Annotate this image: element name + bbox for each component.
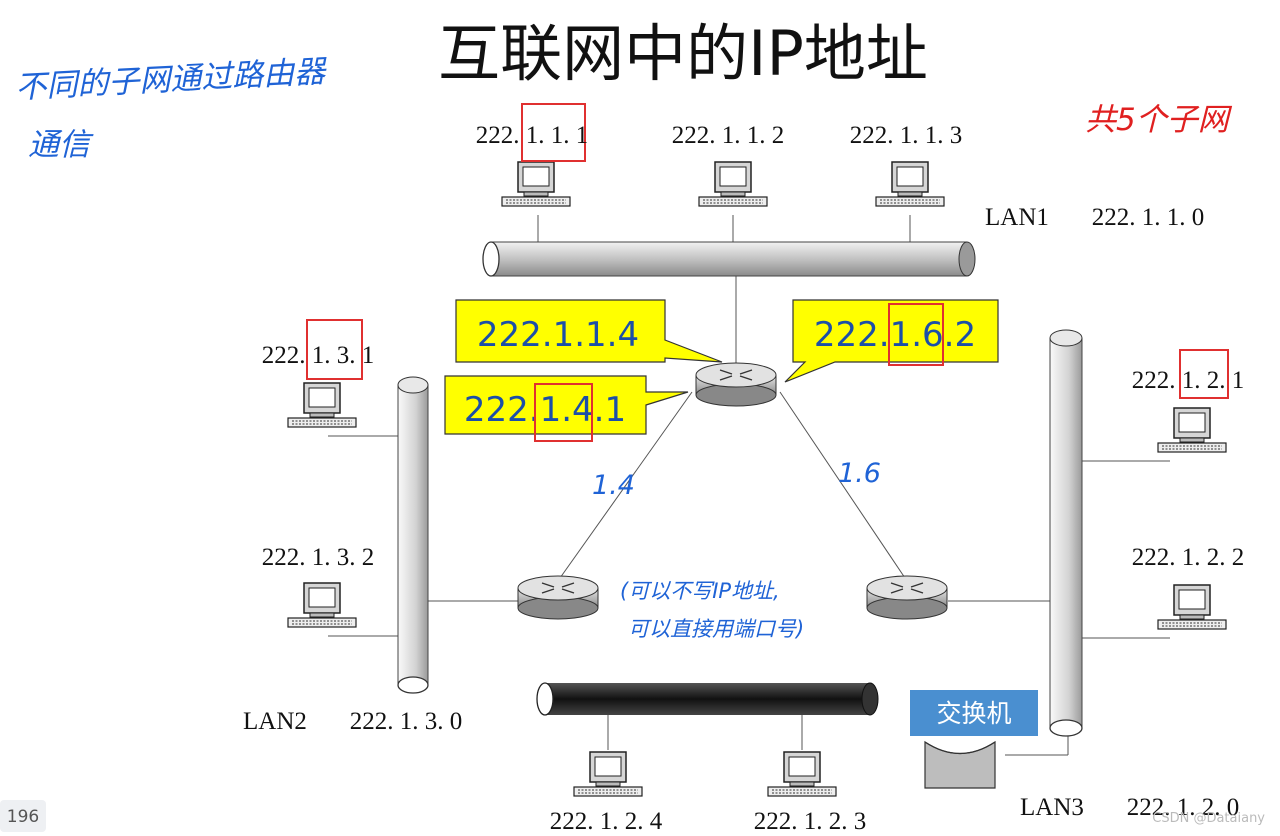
pc-lan1-host3: [875, 161, 945, 207]
page-title: 互联网中的IP地址: [438, 17, 928, 90]
callout-text-3: 222.1.4.1: [464, 390, 626, 430]
callout-222-1-4-1: 222.1.4.1: [444, 375, 689, 435]
pc-lan2-host2: [287, 582, 357, 628]
router-top: [695, 362, 777, 407]
lan3-bus-vertical: [1049, 329, 1083, 737]
lan3-label: LAN3: [1020, 794, 1084, 821]
note-middle-line1: (可以不写IP地址,: [620, 579, 780, 603]
pc-lan3-host4: [573, 751, 643, 797]
router-right: [866, 575, 948, 620]
callout-text-2: 222.1.6.2: [814, 315, 976, 355]
note-subnets-routers-line1: 不同的子网通过路由器: [15, 54, 329, 106]
cables: [328, 215, 1170, 756]
watermark: CSDN @Dataiany: [1152, 811, 1265, 826]
callout-222-1-1-4: 222.1.1.4: [455, 299, 723, 363]
lan1-host3-ip: 222. 1. 1. 3: [850, 122, 963, 149]
pc-lan2-host1: [287, 382, 357, 428]
page-number-badge: [0, 800, 46, 832]
pc-lan3-host2: [1157, 584, 1227, 630]
page-number: 196: [7, 807, 39, 827]
lan3-host2-ip: 222. 1. 2. 2: [1132, 544, 1245, 571]
highlight-boxes: [306, 103, 1229, 442]
pc-lan1-host2: [698, 161, 768, 207]
pc-lan3-host3: [767, 751, 837, 797]
lan2-label: LAN2: [243, 708, 307, 735]
note-subnets-routers-line2: 通信: [28, 127, 94, 163]
switch-label: 交换机: [936, 699, 1011, 728]
lan2-host2-ip: 222. 1. 3. 2: [262, 544, 375, 571]
lan2-host1-ip: 222. 1. 3. 1: [262, 342, 375, 369]
lan1-network: 222. 1. 1. 0: [1092, 204, 1205, 231]
lan3-host4-ip: 222. 1. 2. 4: [550, 808, 663, 835]
note-link-left: 1.4: [592, 470, 635, 501]
note-link-right: 1.6: [838, 458, 881, 489]
lan2-bus: [397, 376, 429, 694]
callout-text-1: 222.1.1.4: [477, 315, 639, 355]
router-left: [517, 575, 599, 620]
lan3-network: 222. 1. 2. 0: [1127, 794, 1240, 821]
switch-label-box: [910, 690, 1038, 736]
pc-lan1-host1: [501, 161, 571, 207]
lan1-bus: [482, 241, 976, 277]
callout-222-1-6-2: 222.1.6.2: [784, 299, 999, 383]
lan1-host2-ip: 222. 1. 1. 2: [672, 122, 785, 149]
lan3-host1-ip: 222. 1. 2. 1: [1132, 367, 1245, 394]
lan1-host1-ip: 222. 1. 1. 1: [476, 122, 589, 149]
lan3-bus-horizontal: [536, 682, 879, 716]
switch-device: [924, 740, 996, 789]
lan3-host3-ip: 222. 1. 2. 3: [754, 808, 867, 835]
note-middle-line2: 可以直接用端口号): [628, 617, 804, 641]
lan1-label: LAN1: [985, 204, 1049, 231]
lan2-network: 222. 1. 3. 0: [350, 708, 463, 735]
pc-lan3-host1: [1157, 407, 1227, 453]
note-five-subnets: 共5个子网: [1085, 102, 1233, 138]
